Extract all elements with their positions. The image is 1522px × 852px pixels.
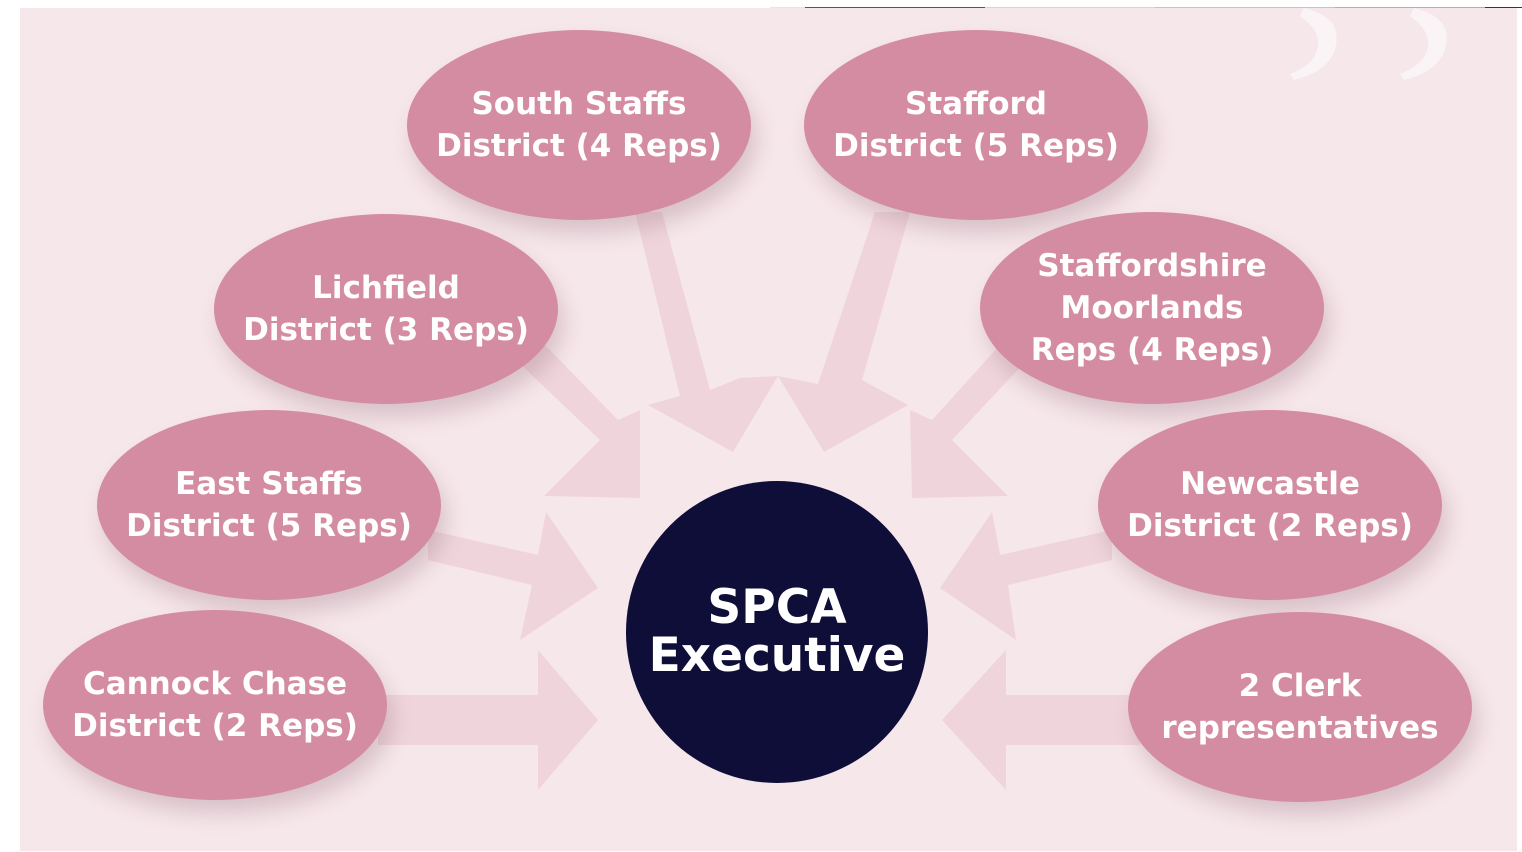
node-staffordshire-moorlands: Staffordshire Moorlands Reps (4 Reps) xyxy=(980,212,1324,404)
arrow-newcastle xyxy=(940,512,1112,640)
arrow-south-staffs xyxy=(635,212,778,452)
node-clerk-representatives: 2 Clerk representatives xyxy=(1128,612,1472,802)
node-cannock-chase: Cannock Chase District (2 Reps) xyxy=(43,610,387,800)
node-label: 2 Clerk representatives xyxy=(1161,668,1439,746)
node-stafford: Stafford District (5 Reps) xyxy=(804,30,1148,220)
photo-edge-graphic xyxy=(0,7,1522,8)
node-newcastle: Newcastle District (2 Reps) xyxy=(1098,410,1442,600)
arrow-cannock-chase xyxy=(378,650,598,790)
node-label: East Staffs District (5 Reps) xyxy=(126,466,412,544)
arrow-east-staffs xyxy=(428,512,598,640)
quote-mark-icon xyxy=(1400,8,1447,80)
node-label: Staffordshire Moorlands Reps (4 Reps) xyxy=(1030,248,1274,368)
arrow-clerk-representatives xyxy=(942,650,1140,790)
arrow-staffordshire-moorlands xyxy=(910,345,1025,498)
background-photo-strip xyxy=(0,0,1522,8)
node-spca-executive: SPCA Executive xyxy=(626,481,928,783)
node-lichfield: Lichfield District (3 Reps) xyxy=(214,214,558,404)
node-label: Cannock Chase District (2 Reps) xyxy=(72,666,358,744)
quote-mark-icon xyxy=(1290,8,1337,80)
node-east-staffs: East Staffs District (5 Reps) xyxy=(97,410,441,600)
center-label: SPCA Executive xyxy=(648,580,906,683)
node-label: South Staffs District (4 Reps) xyxy=(436,86,722,164)
arrow-lichfield xyxy=(518,345,640,498)
node-south-staffs: South Staffs District (4 Reps) xyxy=(407,30,751,220)
node-label: Lichfield District (3 Reps) xyxy=(243,270,529,348)
arrow-stafford xyxy=(778,212,910,452)
node-label: Stafford District (5 Reps) xyxy=(833,86,1119,164)
node-label: Newcastle District (2 Reps) xyxy=(1127,466,1413,544)
